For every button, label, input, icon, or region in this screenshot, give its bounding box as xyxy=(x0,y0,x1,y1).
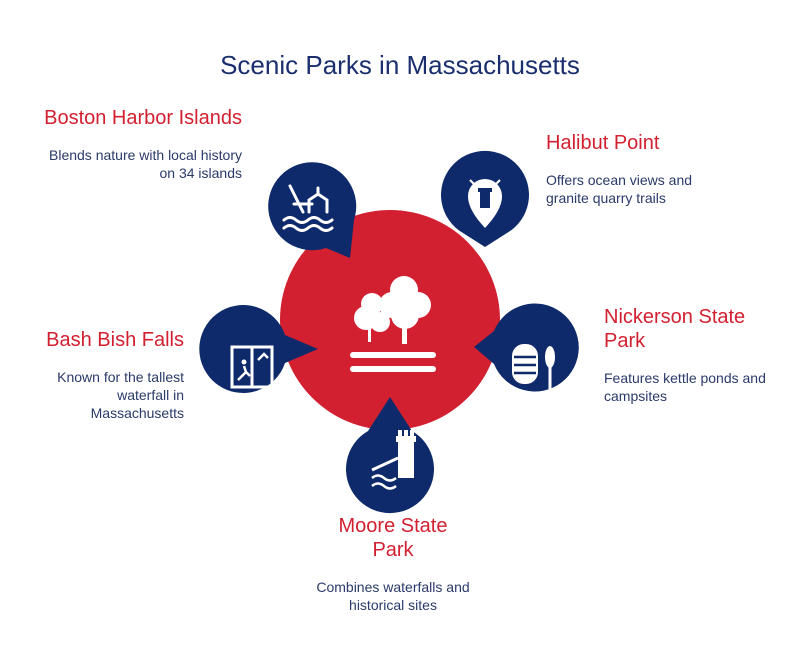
park-block-halibut-point: Halibut Point Offers ocean views and gra… xyxy=(546,131,706,207)
trees-landscape-icon xyxy=(350,276,436,372)
park-block-bash-bish-falls: Bash Bish Falls Known for the tallest wa… xyxy=(20,328,184,422)
harbor-rowing-icon xyxy=(282,184,334,232)
kayak-paddle-icon xyxy=(512,344,555,392)
marker-boston-harbor-islands xyxy=(268,162,357,258)
climbing-window-icon xyxy=(230,345,274,389)
park-name: Bash Bish Falls xyxy=(46,329,184,351)
center-circle xyxy=(280,210,500,430)
park-block-boston-harbor-islands: Boston Harbor Islands Blends nature with… xyxy=(40,106,242,182)
park-name: Moore State Park xyxy=(338,515,448,561)
marker-nickerson-state-park xyxy=(474,303,579,392)
park-name: Halibut Point xyxy=(546,132,660,154)
marker-moore-state-park xyxy=(346,397,434,514)
park-description: Offers ocean views and granite quarry tr… xyxy=(546,172,693,206)
page-title: Scenic Parks in Massachusetts xyxy=(220,50,580,80)
park-description: Blends nature with local history on 34 i… xyxy=(49,147,242,181)
park-description: Features kettle ponds and campsites xyxy=(604,370,766,404)
park-description: Combines waterfalls and historical sites xyxy=(316,579,470,613)
park-name: Boston Harbor Islands xyxy=(44,107,242,129)
marker-halibut-point xyxy=(441,150,530,247)
lighthouse-pin-icon xyxy=(468,179,502,228)
park-name: Nickerson State Park xyxy=(604,306,746,352)
park-block-nickerson-state-park: Nickerson State Park Features kettle pon… xyxy=(604,305,784,405)
park-block-moore-state-park: Moore State Park Combines waterfalls and… xyxy=(300,514,486,614)
marker-bash-bish-falls xyxy=(199,305,318,393)
tower-waterfront-icon xyxy=(371,430,416,490)
park-description: Known for the tallest waterfall in Massa… xyxy=(57,369,184,421)
